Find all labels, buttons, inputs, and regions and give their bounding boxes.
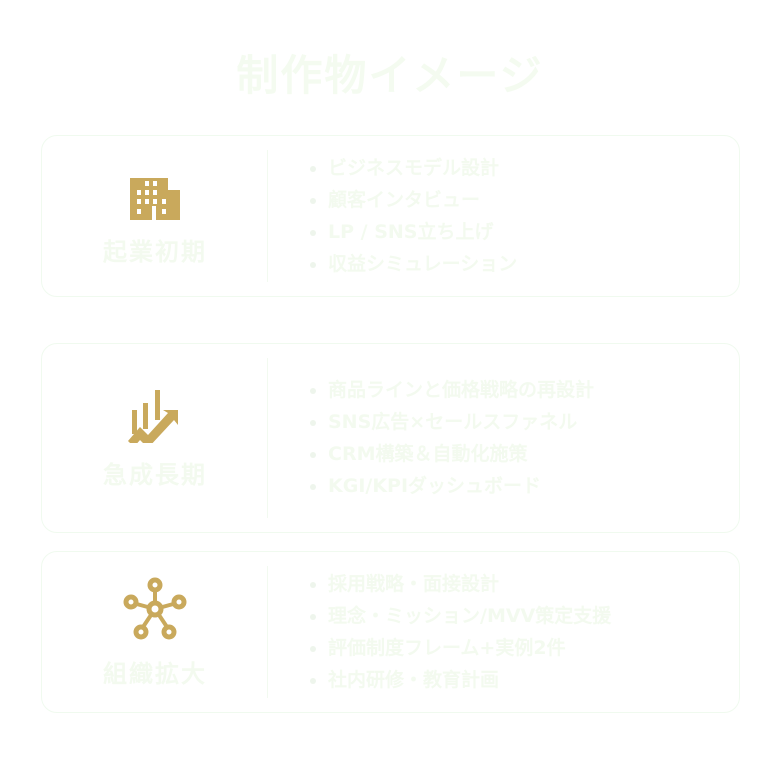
page-title: 制作物イメージ [236,51,544,100]
list-item: 商品ラインと価格戦略の再設計 [328,376,594,404]
list-item: 採用戦略・面接設計 [328,570,611,598]
stage-card-startup: 起業初期 ビジネスモデル設計 顧客インタビュー LP / SNS立ち上げ 収益シ… [41,135,740,297]
stage-label: 起業初期 [103,237,207,266]
divider [267,566,268,698]
divider [267,358,268,518]
network-icon [122,576,188,642]
stage-label: 急成長期 [103,460,207,489]
item-list: 採用戦略・面接設計 理念・ミッション/MVV策定支援 評価制度フレーム+実例2件… [308,552,611,712]
building-icon [128,166,182,220]
stage-card-expansion: 組織拡大 採用戦略・面接設計 理念・ミッション/MVV策定支援 評価制度フレーム… [41,551,740,713]
stage-card-growth: 急成長期 商品ラインと価格戦略の再設計 SNS広告×セールスファネル CRM構築… [41,343,740,533]
list-item: CRM構築＆自動化施策 [328,440,594,468]
item-list: ビジネスモデル設計 顧客インタビュー LP / SNS立ち上げ 収益シミュレーシ… [308,136,517,296]
list-item: LP / SNS立ち上げ [328,218,517,246]
list-item: 収益シミュレーション [328,250,517,278]
list-item: SNS広告×セールスファネル [328,408,594,436]
list-item: KGI/KPIダッシュボード [328,472,594,500]
divider [267,150,268,282]
list-item: ビジネスモデル設計 [328,154,517,182]
list-item: 社内研修・教育計画 [328,666,611,694]
list-item: 顧客インタビュー [328,186,517,214]
item-list: 商品ラインと価格戦略の再設計 SNS広告×セールスファネル CRM構築＆自動化施… [308,344,594,532]
stage-label: 組織拡大 [103,659,207,688]
growth-chart-icon [126,387,184,443]
list-item: 理念・ミッション/MVV策定支援 [328,602,611,630]
list-item: 評価制度フレーム+実例2件 [328,634,611,662]
